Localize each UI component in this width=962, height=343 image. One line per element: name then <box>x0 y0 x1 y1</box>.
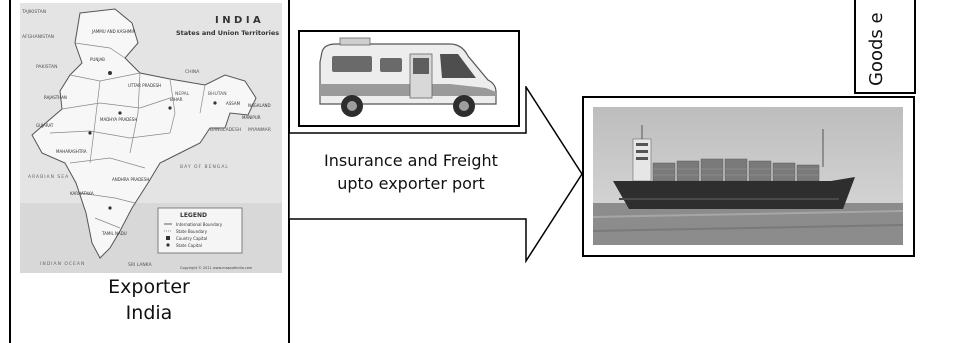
map-title: I N D I A <box>215 15 261 26</box>
exporter-caption: Exporter India <box>10 274 288 326</box>
goods-label-box: Goods e <box>854 0 916 94</box>
map-label-region: ASSAM <box>226 101 241 106</box>
map-label-country: PAKISTAN <box>36 64 57 70</box>
map-label-region: MADHYA PRADESH <box>100 117 137 122</box>
map-label-country: BANGLADESH <box>210 127 241 133</box>
map-label-country: MYANMAR <box>248 127 271 133</box>
map-label-region: JAMMU AND KASHMIR <box>91 29 135 34</box>
map-label-region: UTTAR PRADESH <box>128 83 161 88</box>
legend-item: International Boundary <box>176 222 223 227</box>
legend-item: State Boundary <box>176 229 208 234</box>
map-label-region: RAJASTHAN <box>44 95 67 100</box>
map-label-sea: INDIAN OCEAN <box>40 261 85 267</box>
map-label-country: BHUTAN <box>208 91 227 97</box>
map-label-region: TAMIL NADU <box>101 231 127 236</box>
map-label-region: BIHAR <box>170 97 183 102</box>
map-label-sea: BAY OF BENGAL <box>180 164 229 170</box>
caption-line-2: India <box>10 300 288 326</box>
map-label-region: KARNATAKA <box>70 191 94 196</box>
legend-item: Country Capital <box>176 236 207 241</box>
india-map-image: I N D I A States and Union Territories T… <box>20 3 282 273</box>
legend-item: State Capital <box>176 243 202 248</box>
map-label-region: MANIPUR <box>242 115 261 120</box>
map-label-region: NAGALAND <box>248 103 271 108</box>
map-label-region: MAHARASHTRA <box>56 149 87 154</box>
map-label-country: CHINA <box>185 69 200 75</box>
container-ship-image <box>593 107 903 245</box>
map-label-sea: ARABIAN SEA <box>28 174 69 180</box>
ship-panel <box>582 96 915 257</box>
map-legend: LEGEND International Boundary State Boun… <box>158 208 242 253</box>
goods-label: Goods e <box>866 12 887 86</box>
map-label-region: GUJARAT <box>36 123 54 128</box>
map-label-country: TAJIKISTAN <box>21 9 46 15</box>
map-label-region: PUNJAB <box>90 57 105 62</box>
map-copyright: Copyright © 2011 www.mapsofindia.com <box>180 266 253 270</box>
caption-line-1: Exporter <box>10 274 288 300</box>
map-label-country: AFGHANISTAN <box>22 34 54 40</box>
map-label-country: SRI LANKA <box>128 262 153 268</box>
legend-title: LEGEND <box>180 212 207 219</box>
arrow-label: Insurance and Freight upto exporter port <box>296 149 526 195</box>
map-label-region: ANDHRA PRADESH <box>112 177 149 182</box>
arrow-label-line-1: Insurance and Freight <box>296 149 526 172</box>
map-subtitle: States and Union Territories <box>176 29 279 37</box>
arrow-label-line-2: upto exporter port <box>296 172 526 195</box>
